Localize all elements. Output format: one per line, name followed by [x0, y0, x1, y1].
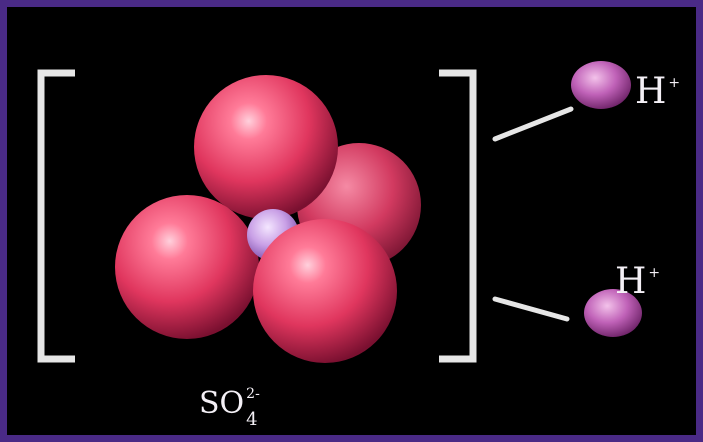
sulfate-charge: 2-: [246, 386, 260, 402]
sulfate-formula: SO: [199, 386, 245, 421]
hydrogen-charge-bottom: +: [648, 265, 661, 281]
bond-line-top: [492, 106, 574, 142]
bond-line-bottom: [492, 296, 570, 322]
hydrogen-ion-label-bottom: H+: [615, 255, 660, 300]
right-bracket: [439, 69, 477, 363]
oxygen-atom-left: [115, 195, 259, 339]
hydrogen-atom-top: [571, 61, 631, 109]
left-bracket: [37, 69, 75, 363]
sulfuric-acid-model: [37, 61, 642, 363]
oxygen-atom-top: [194, 75, 338, 219]
hydrogen-ion-label-top: H+: [635, 65, 680, 110]
hydrogen-atom-bottom: [584, 289, 642, 337]
hydrogen-symbol-bottom: H: [615, 261, 647, 302]
oxygen-atom-front-right: [253, 219, 397, 363]
sulfate-subscript: 4: [246, 409, 258, 430]
hydrogen-charge-top: +: [668, 75, 681, 91]
hydrogen-symbol-top: H: [635, 71, 667, 112]
